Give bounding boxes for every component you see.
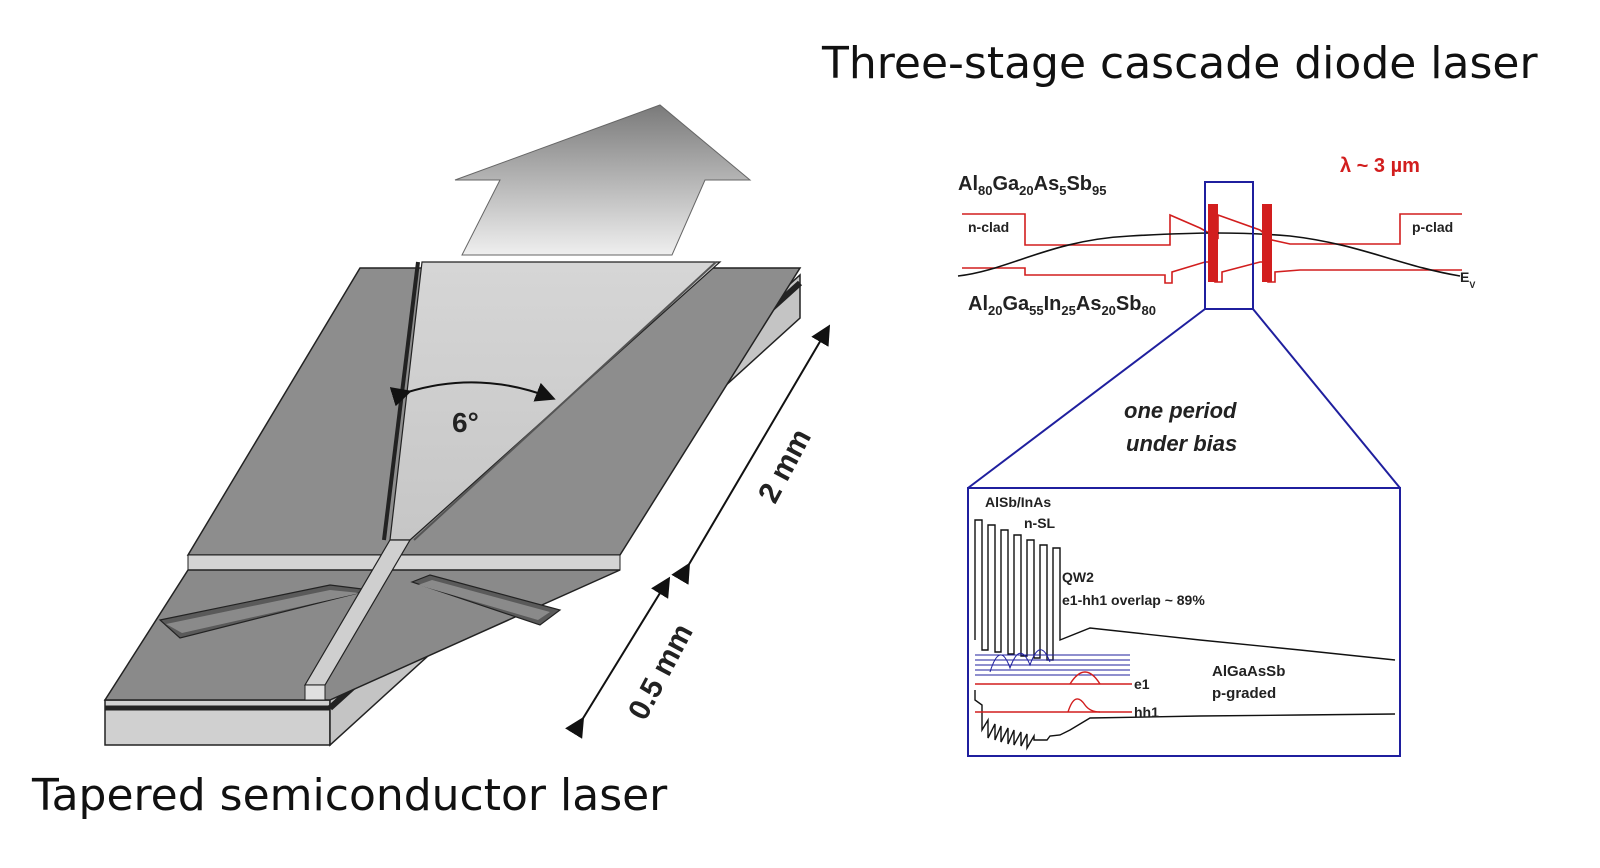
length-2mm-label: 2 mm	[752, 424, 818, 509]
cascade-laser-title: Three-stage cascade diode laser	[822, 38, 1538, 89]
overlap-label: e1-hh1 overlap ~ 89%	[1062, 592, 1205, 608]
superlattice-vb	[974, 690, 1396, 751]
p-clad-label: p-clad	[1412, 219, 1453, 235]
wavelength-label: λ ~ 3 µm	[1340, 155, 1420, 177]
p-graded-label: p-graded	[1212, 685, 1276, 702]
e1-label: e1	[1134, 676, 1150, 692]
length-2mm-arrow	[671, 324, 831, 585]
qw-stage-2	[1262, 204, 1272, 282]
angle-arc	[389, 381, 556, 407]
ev-label: EV	[1460, 269, 1475, 290]
superlattice-cb	[974, 519, 1396, 661]
n-sl-label: n-SL	[1024, 515, 1056, 531]
cascade-band-diagram: λ ~ 3 µm Al80Ga20As5Sb95 n-clad p-clad E…	[957, 155, 1475, 757]
period-label-1: one period	[1124, 398, 1237, 423]
period-label-2: under bias	[1126, 431, 1237, 456]
qw2-label: QW2	[1062, 569, 1094, 585]
period-highlight-box	[1204, 181, 1254, 310]
output-beam-arrow	[454, 104, 752, 256]
algaassb-label: AlGaAsSb	[1212, 663, 1285, 680]
miniband-levels	[975, 649, 1130, 676]
alsb-inas-label: AlSb/InAs	[985, 494, 1051, 510]
tapered-laser-title: Tapered semiconductor laser	[32, 770, 668, 821]
hh1-label: hh1	[1134, 704, 1159, 720]
angle-label: 6°	[452, 407, 479, 438]
qw-stage-1	[1208, 204, 1218, 282]
length-05mm-arrow	[565, 576, 671, 739]
wavefunctions	[975, 671, 1132, 713]
tapered-laser-chip: 6° 2 mm 0.5 mm	[103, 104, 831, 747]
top-alloy-formula: Al80Ga20As5Sb95	[958, 173, 1106, 198]
bottom-alloy-formula: Al20Ga55In25As20Sb80	[968, 293, 1156, 318]
n-clad-label: n-clad	[968, 219, 1009, 235]
